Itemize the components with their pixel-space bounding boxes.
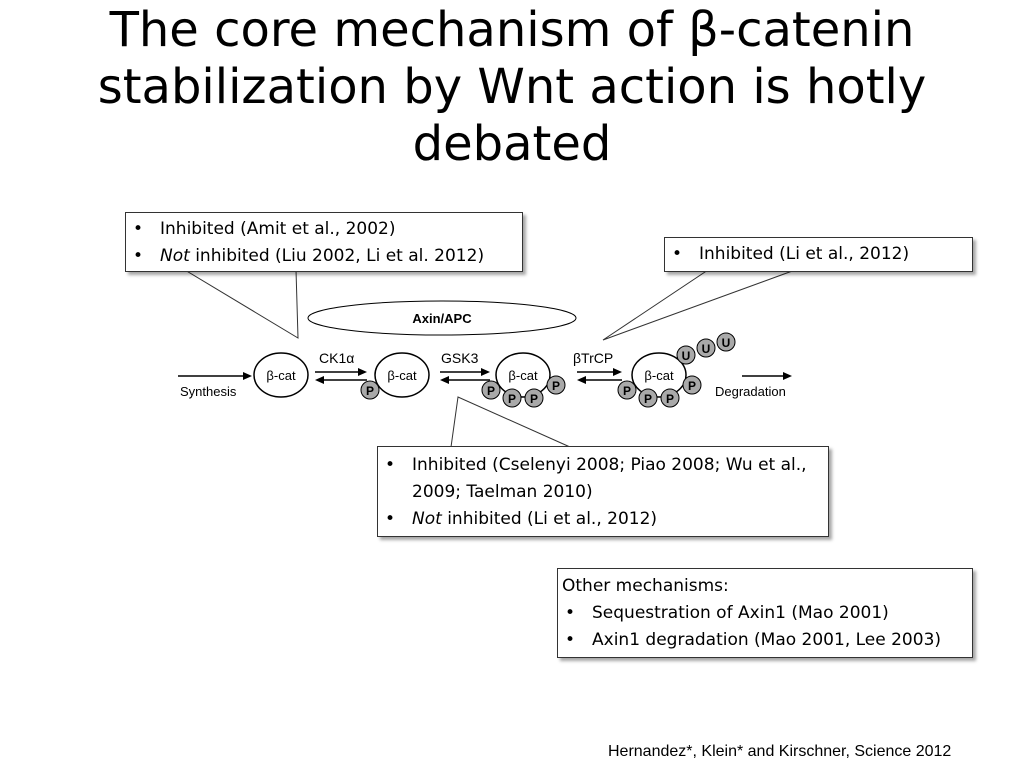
- gsk3-reverse-arrowhead: [440, 376, 449, 384]
- phospho-label: P: [644, 392, 652, 406]
- title-line-3: debated: [412, 116, 612, 172]
- ck1a-label: CK1α: [319, 350, 354, 366]
- list-item: Axin1 degradation (Mao 2001, Lee 2003): [558, 627, 972, 654]
- title-line-1: The core mechanism of β-catenin: [109, 2, 915, 58]
- bcat-node-4: [631, 352, 687, 398]
- phospho-label: P: [666, 392, 674, 406]
- bcat-node-3: [495, 352, 551, 398]
- callout-text: Sequestration of Axin1 (Mao 2001): [592, 603, 889, 623]
- citation: Hernandez*, Klein* and Kirschner, Scienc…: [608, 743, 952, 760]
- title-line-2: stabilization by Wnt action is hotly: [97, 59, 927, 115]
- phospho-marker: [546, 375, 566, 395]
- list-item: Not inhibited (Liu 2002, Li et al. 2012): [126, 243, 522, 270]
- phospho-label: P: [366, 384, 374, 398]
- ck1a-forward-arrowhead: [358, 368, 367, 376]
- ubiquitin-label: U: [702, 342, 711, 356]
- btrcp-reverse-arrowhead: [577, 376, 586, 384]
- phospho-label: P: [508, 392, 516, 406]
- bcat-node-2-label: β-cat: [387, 368, 417, 383]
- phospho-label: P: [487, 384, 495, 398]
- list-item: Inhibited (Amit et al., 2002): [126, 216, 522, 243]
- ck1a-reverse-arrowhead: [315, 376, 324, 384]
- phospho-label: P: [688, 379, 696, 393]
- phospho-marker: [660, 388, 680, 408]
- btrcp-label: βTrCP: [573, 350, 613, 366]
- phospho-label: P: [623, 384, 631, 398]
- phospho-marker: [481, 380, 501, 400]
- axin-apc-label: Axin/APC: [412, 311, 472, 326]
- page-title: The core mechanism of β-catenin stabiliz…: [0, 2, 1024, 173]
- callout-text: Inhibited (Amit et al., 2002): [160, 219, 396, 239]
- ubiquitin-marker: [716, 332, 736, 352]
- callout-ck1a-evidence: Inhibited (Amit et al., 2002) Not inhibi…: [125, 212, 523, 272]
- phospho-label: P: [552, 379, 560, 393]
- callout-emphasis: Not: [160, 246, 190, 266]
- callout-emphasis: Not: [412, 509, 442, 529]
- callout-other-mechanisms: Other mechanisms: Sequestration of Axin1…: [557, 568, 973, 658]
- bcat-node-3-label: β-cat: [508, 368, 538, 383]
- ubiquitin-label: U: [722, 336, 731, 350]
- axin-apc-ellipse: [307, 300, 577, 336]
- list-item: Sequestration of Axin1 (Mao 2001): [558, 600, 972, 627]
- ubiquitin-marker: [696, 338, 716, 358]
- synthesis-arrowhead: [243, 372, 252, 380]
- phospho-marker: [638, 388, 658, 408]
- btrcp-forward-arrowhead: [613, 368, 622, 376]
- callout-li-pointer: [602, 269, 796, 341]
- phospho-marker: [682, 375, 702, 395]
- callout-gsk3-evidence: Inhibited (Cselenyi 2008; Piao 2008; Wu …: [377, 446, 829, 537]
- phospho-marker: [502, 388, 522, 408]
- synthesis-label: Synthesis: [180, 384, 237, 399]
- callout-heading: Other mechanisms:: [562, 576, 729, 596]
- phospho-marker: [360, 380, 380, 400]
- bcat-node-4-label: β-cat: [644, 368, 674, 383]
- ubiquitin-marker: [676, 345, 696, 365]
- degradation-label: Degradation: [715, 384, 786, 399]
- gsk3-label: GSK3: [441, 350, 479, 366]
- callout-text: inhibited (Liu 2002, Li et al. 2012): [189, 246, 485, 266]
- list-item: Inhibited (Li et al., 2012): [665, 241, 972, 268]
- callout-btrcp-evidence: Inhibited (Li et al., 2012): [664, 237, 973, 272]
- phospho-marker: [617, 380, 637, 400]
- list-item: Inhibited (Cselenyi 2008; Piao 2008; Wu …: [378, 452, 828, 506]
- phospho-label: P: [530, 392, 538, 406]
- callout-text: Inhibited (Cselenyi 2008; Piao 2008; Wu …: [412, 455, 807, 502]
- bcat-node-1-label: β-cat: [266, 368, 296, 383]
- callout-amit-pointer: [183, 269, 299, 339]
- bcat-node-1: [253, 352, 309, 398]
- gsk3-forward-arrowhead: [481, 368, 490, 376]
- list-item: Not inhibited (Li et al., 2012): [378, 506, 828, 533]
- bcat-node-2: [374, 352, 430, 398]
- degradation-arrowhead: [783, 372, 792, 380]
- ubiquitin-label: U: [682, 349, 691, 363]
- callout-text: Inhibited (Li et al., 2012): [699, 244, 910, 264]
- phospho-marker: [524, 388, 544, 408]
- callout-text: Axin1 degradation (Mao 2001, Lee 2003): [592, 630, 942, 650]
- callout-text: inhibited (Li et al., 2012): [441, 509, 658, 529]
